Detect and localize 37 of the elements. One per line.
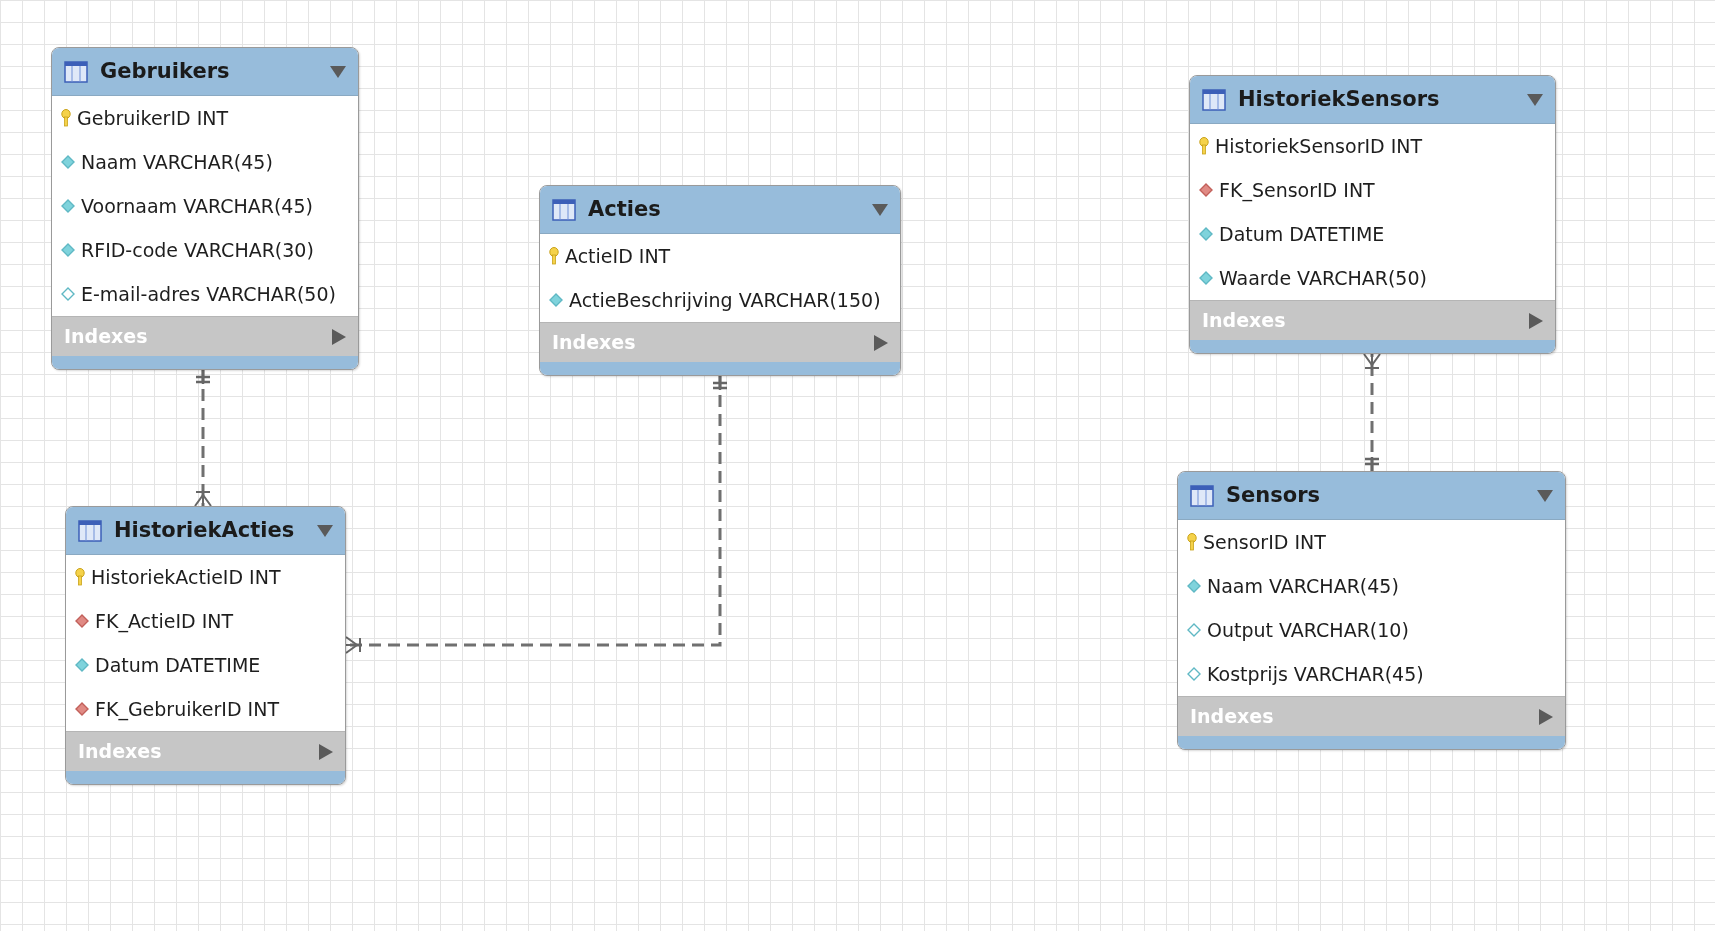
column-name: HistoriekActieID INT <box>91 564 281 590</box>
indexes-label: Indexes <box>552 330 637 356</box>
table-title: Sensors <box>1226 481 1322 509</box>
column-name: GebruikerID INT <box>77 105 229 131</box>
column-name: SensorID INT <box>1203 529 1326 555</box>
relationship-line <box>345 374 729 654</box>
relationship-line <box>1363 353 1381 473</box>
table-title: HistoriekSensors <box>1238 85 1441 113</box>
table-card <box>51 47 359 370</box>
column-name: Naam VARCHAR(45) <box>81 149 273 175</box>
table-title: Acties <box>588 195 662 223</box>
column-name: Output VARCHAR(10) <box>1207 617 1409 643</box>
table-card <box>65 506 346 785</box>
indexes-label: Indexes <box>64 324 149 350</box>
column-name: Voornaam VARCHAR(45) <box>81 193 313 219</box>
table-card <box>1189 75 1556 354</box>
indexes-label: Indexes <box>1202 308 1287 334</box>
column-name: ActieBeschrijving VARCHAR(150) <box>569 287 881 313</box>
table-title: Gebruikers <box>100 57 231 85</box>
column-name: Naam VARCHAR(45) <box>1207 573 1399 599</box>
column-name: FK_ActieID INT <box>95 608 234 635</box>
indexes-label: Indexes <box>78 739 163 765</box>
column-name: FK_GebruikerID INT <box>95 696 280 723</box>
table-card <box>1177 471 1566 750</box>
column-name: Waarde VARCHAR(50) <box>1219 265 1427 291</box>
indexes-label: Indexes <box>1190 704 1275 730</box>
column-name: Kostprijs VARCHAR(45) <box>1207 661 1424 687</box>
relationship-line <box>194 368 212 507</box>
column-name: ActieID INT <box>565 243 671 269</box>
column-name: HistoriekSensorID INT <box>1215 133 1423 159</box>
column-name: Datum DATETIME <box>1219 221 1385 247</box>
column-name: RFID-code VARCHAR(30) <box>81 237 314 263</box>
table-title: HistoriekActies <box>114 516 296 544</box>
column-name: Datum DATETIME <box>95 652 261 678</box>
column-name: FK_SensorID INT <box>1219 177 1375 204</box>
table-card <box>539 185 901 376</box>
column-name: E-mail-adres VARCHAR(50) <box>81 281 336 307</box>
